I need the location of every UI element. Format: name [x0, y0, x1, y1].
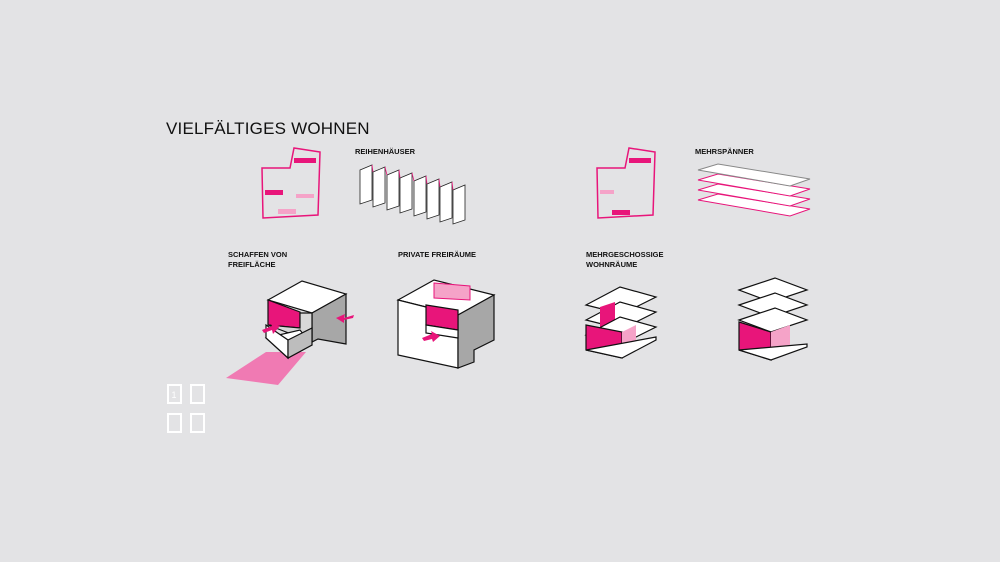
page-nav-2[interactable]: [190, 384, 205, 404]
label-reihenhaeuser: REIHENHÄUSER: [355, 147, 416, 156]
label-schaffen-line1: SCHAFFEN VON: [228, 250, 288, 259]
label-mehrspaenner: MEHRSPÄNNER: [695, 147, 754, 156]
multi-unit-diagram: [697, 163, 811, 217]
label-private-freiraeume: PRIVATE FREIRÄUME: [398, 250, 477, 259]
label-schaffen-line2: FREIFLÄCHE: [228, 260, 276, 269]
page-nav-number: 1: [171, 390, 177, 400]
multistorey-diagram-1: [584, 286, 658, 359]
open-space-diagram: [226, 280, 354, 385]
label-mehrgeschossige-line2: WOHNRÄUME: [586, 260, 638, 269]
page-title: VIELFÄLTIGES WOHNEN: [166, 119, 370, 138]
label-schaffen: SCHAFFEN VON FREIFLÄCHE: [228, 250, 287, 270]
page-nav-3[interactable]: [167, 413, 182, 433]
page-nav-1[interactable]: 1: [167, 384, 182, 404]
site-plan-2: [596, 147, 656, 219]
row-houses-diagram: [359, 164, 466, 225]
multistorey-diagram-2: [737, 277, 809, 361]
site-plan-1: [261, 147, 321, 219]
private-spaces-diagram: [396, 279, 496, 369]
label-mehrgeschossige-line1: MEHRGESCHOSSIGE: [586, 250, 664, 259]
label-mehrgeschossige: MEHRGESCHOSSIGE WOHNRÄUME: [586, 250, 664, 270]
page-nav-4[interactable]: [190, 413, 205, 433]
